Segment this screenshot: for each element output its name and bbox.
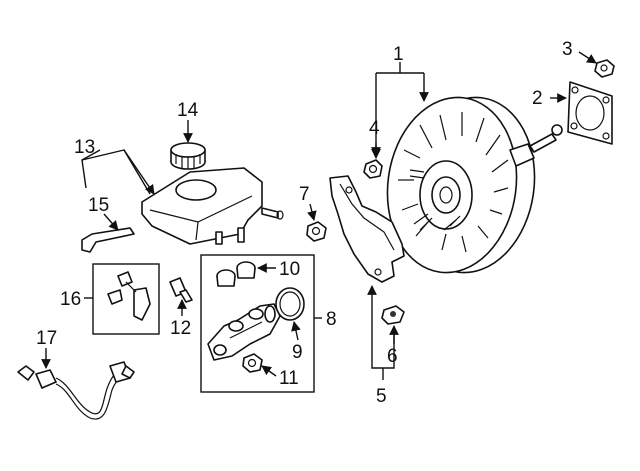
callout-13: 13: [74, 137, 95, 158]
shield-nut: [306, 221, 327, 242]
callout-4: 4: [369, 118, 380, 139]
callout-9: 9: [292, 342, 303, 363]
callout-leaders: [41, 51, 597, 380]
callout-3: 3: [562, 39, 573, 60]
heat-shield: [329, 175, 405, 283]
callout-16: 16: [60, 289, 81, 310]
callout-7: 7: [299, 184, 310, 205]
level-sensor-set: [92, 263, 160, 335]
vacuum-sensor-harness: [17, 361, 135, 420]
callout-11: 11: [279, 368, 299, 389]
booster-gasket: [567, 81, 613, 145]
callout-5: 5: [376, 386, 387, 407]
reservoir-seal-o-ring: [275, 287, 305, 321]
shield-grommet: [381, 305, 405, 325]
callout-15: 15: [88, 195, 109, 216]
fluid-reservoir: [141, 167, 284, 245]
booster-mount-nut: [363, 159, 383, 179]
reservoir-clip: [81, 227, 135, 253]
reservoir-grommet: [216, 261, 256, 287]
booster-nut: [594, 59, 615, 78]
callout-14: 14: [177, 100, 199, 121]
reservoir-bolt: [169, 277, 193, 303]
callout-12: 12: [170, 318, 191, 339]
callout-10: 10: [279, 259, 300, 280]
callout-17: 17: [36, 328, 57, 349]
master-cylinder-nut: [242, 353, 263, 373]
brake-booster: [386, 96, 563, 274]
callout-labels: 1 2 3 4 5 6 7 8 9 10 11 12 13 14 15 16 1…: [36, 39, 573, 407]
master-cylinder-assembly: [200, 254, 315, 393]
callout-2: 2: [532, 88, 543, 109]
callout-1: 1: [393, 44, 404, 65]
reservoir-cap: [170, 142, 206, 170]
callout-8: 8: [326, 309, 337, 330]
callout-6: 6: [387, 346, 398, 367]
